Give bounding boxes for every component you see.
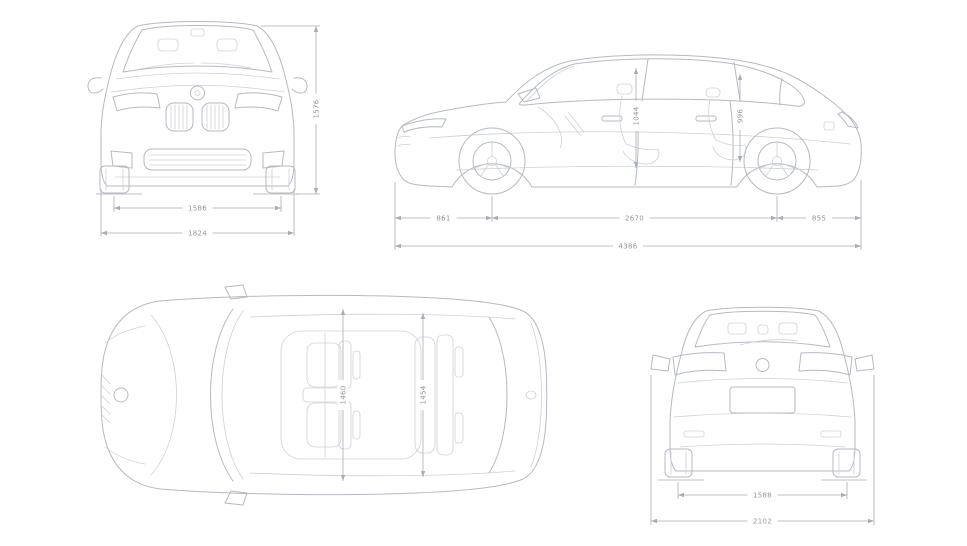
rearview-mirror xyxy=(190,28,205,37)
taillight-right xyxy=(798,352,853,376)
side-rear-overhang-label: 855 xyxy=(812,215,826,223)
top-mirror-right xyxy=(224,490,248,506)
front-track-label: 1586 xyxy=(188,205,207,213)
door-handle-front xyxy=(601,115,623,122)
headlight-left xyxy=(112,92,161,112)
side-front-headroom-label: 1044 xyxy=(633,106,641,125)
front-wheel-left xyxy=(99,165,130,194)
rear-wheel xyxy=(743,127,811,195)
rear-view-dimensions: 1588 2102 xyxy=(650,375,875,527)
front-view-car-drawing xyxy=(87,21,308,195)
top-view-seats xyxy=(302,334,464,456)
seat-headrest-right xyxy=(216,38,238,52)
glasshouse xyxy=(518,58,805,107)
front-height-label: 1576 xyxy=(313,99,321,118)
rear-view: 1588 2102 xyxy=(650,306,875,527)
bmw-roundel-rear-icon xyxy=(755,358,770,372)
taillight-left xyxy=(672,352,727,376)
front-view-dimensions: 1586 1824 1576 xyxy=(100,25,322,239)
kidney-grille xyxy=(165,102,230,132)
bmw-roundel-icon xyxy=(190,85,205,101)
bmw-roundel-top-icon xyxy=(113,387,129,403)
front-body-outline xyxy=(100,21,295,187)
side-rear-headroom-label: 996 xyxy=(737,109,745,124)
fuel-cap xyxy=(823,121,835,131)
side-body-outline xyxy=(394,54,862,188)
rear-body-outline xyxy=(669,306,856,472)
seat-headrest-left xyxy=(157,38,179,52)
license-plate-recess xyxy=(729,386,796,414)
top-view-dimensions: 1460 1454 xyxy=(337,309,429,481)
taillight-side xyxy=(837,111,859,129)
side-wheelbase-label: 2670 xyxy=(625,215,644,223)
front-width-label: 1824 xyxy=(188,230,207,238)
top-rear-width-label: 1454 xyxy=(420,385,428,404)
corner-vent-left xyxy=(110,150,133,169)
lower-air-intake xyxy=(143,148,252,171)
top-body-outline xyxy=(100,294,548,496)
top-view-car-drawing xyxy=(100,284,548,506)
rear-wheel-right xyxy=(832,448,861,478)
rear-window xyxy=(694,310,831,348)
interior-seats xyxy=(537,83,747,165)
rear-width-label: 2102 xyxy=(753,518,772,526)
rear-track-label: 1588 xyxy=(753,492,772,500)
side-mirror xyxy=(517,87,541,103)
rear-wheel-left xyxy=(664,448,693,478)
front-view: 1586 1824 1576 xyxy=(87,21,322,239)
front-wheel-right xyxy=(265,165,296,194)
side-length-label: 4386 xyxy=(618,243,637,251)
side-headlight xyxy=(401,118,447,133)
side-view: 1044 996 861 2670 855 4386 xyxy=(394,54,862,252)
side-front-overhang-label: 861 xyxy=(436,215,450,223)
front-wheel xyxy=(458,127,526,195)
side-mirror-left xyxy=(87,77,104,94)
antenna-fin xyxy=(525,390,537,400)
side-view-dimensions: 1044 996 861 2670 855 4386 xyxy=(394,68,862,252)
rear-view-car-drawing xyxy=(650,306,875,481)
side-view-car-drawing xyxy=(394,54,862,195)
corner-vent-right xyxy=(262,150,285,169)
side-mirror-right xyxy=(291,77,308,94)
headlight-right xyxy=(234,92,283,112)
top-view: 1460 1454 xyxy=(100,284,548,506)
windshield xyxy=(122,25,273,73)
rear-mirror-right xyxy=(854,354,875,372)
rear-mirror-left xyxy=(650,354,671,372)
top-mirror-left xyxy=(224,284,248,300)
rear-wiper xyxy=(739,339,799,346)
door-handle-rear xyxy=(695,115,717,122)
top-front-width-label: 1460 xyxy=(340,385,348,404)
